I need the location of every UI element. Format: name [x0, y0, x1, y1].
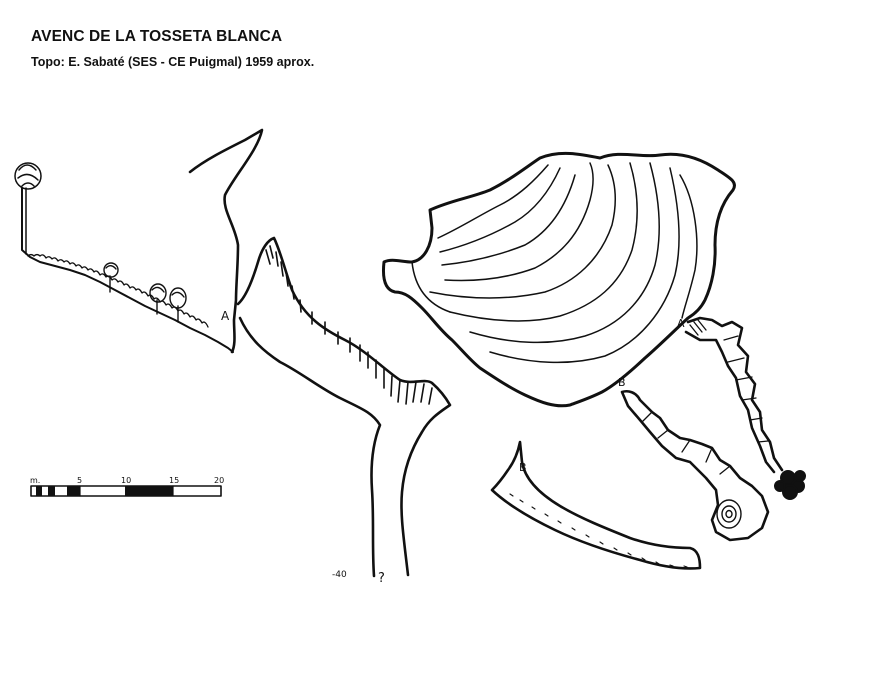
- shaft-right-wall: [238, 316, 382, 578]
- plan-point-a-label: A: [677, 317, 685, 330]
- detail-passage-outline: [490, 440, 702, 570]
- boulder-choke-icon: [774, 470, 806, 500]
- plan-chamber-outline: [382, 151, 736, 408]
- plan-contour-line: [679, 174, 698, 319]
- tree-icon: [149, 283, 167, 315]
- shaft-gallery-wall: [236, 236, 452, 577]
- plan-contour-line: [439, 167, 561, 253]
- detail-point-b-label: B: [519, 461, 527, 474]
- scale-tick-label: 5: [77, 476, 82, 485]
- plan-passage-a: [684, 316, 784, 474]
- depth-label: -40: [332, 570, 347, 580]
- detail-section-b: B: [490, 440, 702, 570]
- plan-contour-line: [441, 174, 576, 266]
- scale-tick-labels: m. 5 10 15 20: [30, 476, 224, 485]
- plan-contour-line: [411, 261, 451, 313]
- plan-passage-b-divisions: [641, 411, 731, 475]
- plan-view: A B: [382, 151, 806, 542]
- scale-segment-black: [67, 486, 80, 496]
- plan-contour-line: [469, 162, 660, 344]
- tree-icon: [169, 287, 187, 323]
- scale-tick-label: 15: [169, 476, 179, 485]
- plan-contour-line: [489, 167, 680, 364]
- shaft-left-wall: [188, 128, 264, 354]
- section-entrance-label: A: [221, 309, 230, 323]
- tree-icon: [103, 262, 119, 293]
- scale-bar: [30, 485, 222, 497]
- plan-passage-a-divisions: [689, 319, 769, 443]
- scale-segment-black: [125, 486, 173, 496]
- plan-contour-line: [449, 162, 638, 322]
- small-shaft-icon: [716, 499, 742, 529]
- tree-icon: [14, 162, 42, 255]
- survey-title: AVENC DE LA TOSSETA BLANCA: [31, 28, 283, 45]
- section-view: A -40 ?: [14, 128, 452, 586]
- plan-point-b-label: B: [618, 376, 626, 389]
- unknown-continuation-label: ?: [378, 571, 385, 586]
- surface-ground-line: [21, 187, 234, 353]
- plan-contour-line: [429, 164, 616, 299]
- scale-tick-label: 20: [214, 476, 224, 485]
- plan-contour-line: [444, 162, 594, 282]
- scale-segment-black: [48, 486, 55, 496]
- detail-floor-texture: [509, 493, 688, 568]
- survey-credit: Topo: E. Sabaté (SES - CE Puigmal) 1959 …: [31, 55, 315, 69]
- scale-tick-label: 10: [121, 476, 131, 485]
- scale-segment-black: [36, 486, 42, 496]
- plan-contour-line: [437, 164, 549, 239]
- plan-passage-b: [620, 389, 770, 542]
- shaft-ceiling-hatching: [265, 245, 433, 405]
- scale-tick-label: m.: [30, 476, 40, 485]
